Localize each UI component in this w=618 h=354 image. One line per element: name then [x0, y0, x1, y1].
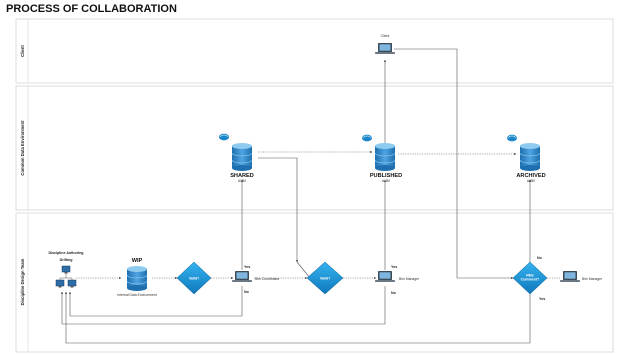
- database-icon: [127, 269, 147, 288]
- wip-sub: Internal Data Environment: [117, 293, 156, 297]
- client-laptop: Client: [375, 34, 395, 54]
- edge-yes-1: Yes: [244, 265, 250, 269]
- database-icon: [375, 146, 395, 168]
- lane-label-cde: Common Data Environment: [20, 120, 25, 176]
- shared-sub: A0B0: [238, 179, 246, 183]
- bim-manager-node-1: Bim Manager Yes No: [375, 265, 420, 295]
- published-label: PUBLISHED: [370, 173, 402, 179]
- decision-valid-1: Valid?: [176, 261, 212, 295]
- bim-manager-1-label: Bim Manager: [399, 277, 420, 281]
- edge-no-2: No: [391, 291, 397, 295]
- edge-yes-2: Yes: [391, 265, 397, 269]
- lane-client: [15, 18, 614, 84]
- bim-manager-node-2: Bim Manager: [560, 271, 603, 282]
- archived-label: ARCHIVED: [516, 173, 545, 179]
- wip-node: WIP Internal Data Environment: [117, 258, 156, 297]
- shared-node: SHARED A0B0: [219, 133, 254, 183]
- wip-label: WIP: [132, 258, 143, 264]
- client-label: Client: [381, 34, 390, 38]
- lane-label-design: Discipline Design Team: [20, 258, 25, 305]
- published-sub: A1B0: [382, 179, 390, 183]
- authoring-label: Discipline Authoring: [48, 251, 83, 255]
- edge-yes-3: Yes: [539, 297, 545, 301]
- valid-1-label: Valid?: [189, 277, 200, 281]
- lane-cde: [15, 85, 614, 211]
- edge-no-3: No: [537, 256, 543, 260]
- bim-coordinator-label: Bim Coordinator: [255, 277, 280, 281]
- flow-lines: [60, 48, 560, 344]
- published-node: PUBLISHED A1B0: [362, 134, 402, 183]
- page-title: PROCESS OF COLLABORATION: [6, 3, 177, 15]
- valid-2-label: Valid?: [320, 277, 331, 281]
- edge-no-1: No: [244, 290, 250, 294]
- database-icon: [520, 146, 540, 168]
- database-icon: [232, 146, 252, 168]
- lane-label-client: Client: [20, 45, 25, 57]
- archived-sub: A0B0: [527, 179, 535, 183]
- archived-node: ARCHIVED A0B0: [507, 134, 546, 183]
- swimlanes: Client Common Data Environment Disciplin…: [15, 18, 614, 353]
- bim-coordinator-node: Bim Coordinator Yes No: [232, 265, 280, 294]
- decision-valid-2: Valid?: [306, 261, 344, 295]
- authoring-sub: Drifting: [60, 258, 73, 262]
- authoring-node: Discipline Authoring Drifting: [48, 251, 84, 288]
- bim-manager-2-label: Bim Manager: [582, 277, 603, 281]
- shared-label: SHARED: [230, 173, 254, 179]
- computer-icon: [61, 265, 71, 274]
